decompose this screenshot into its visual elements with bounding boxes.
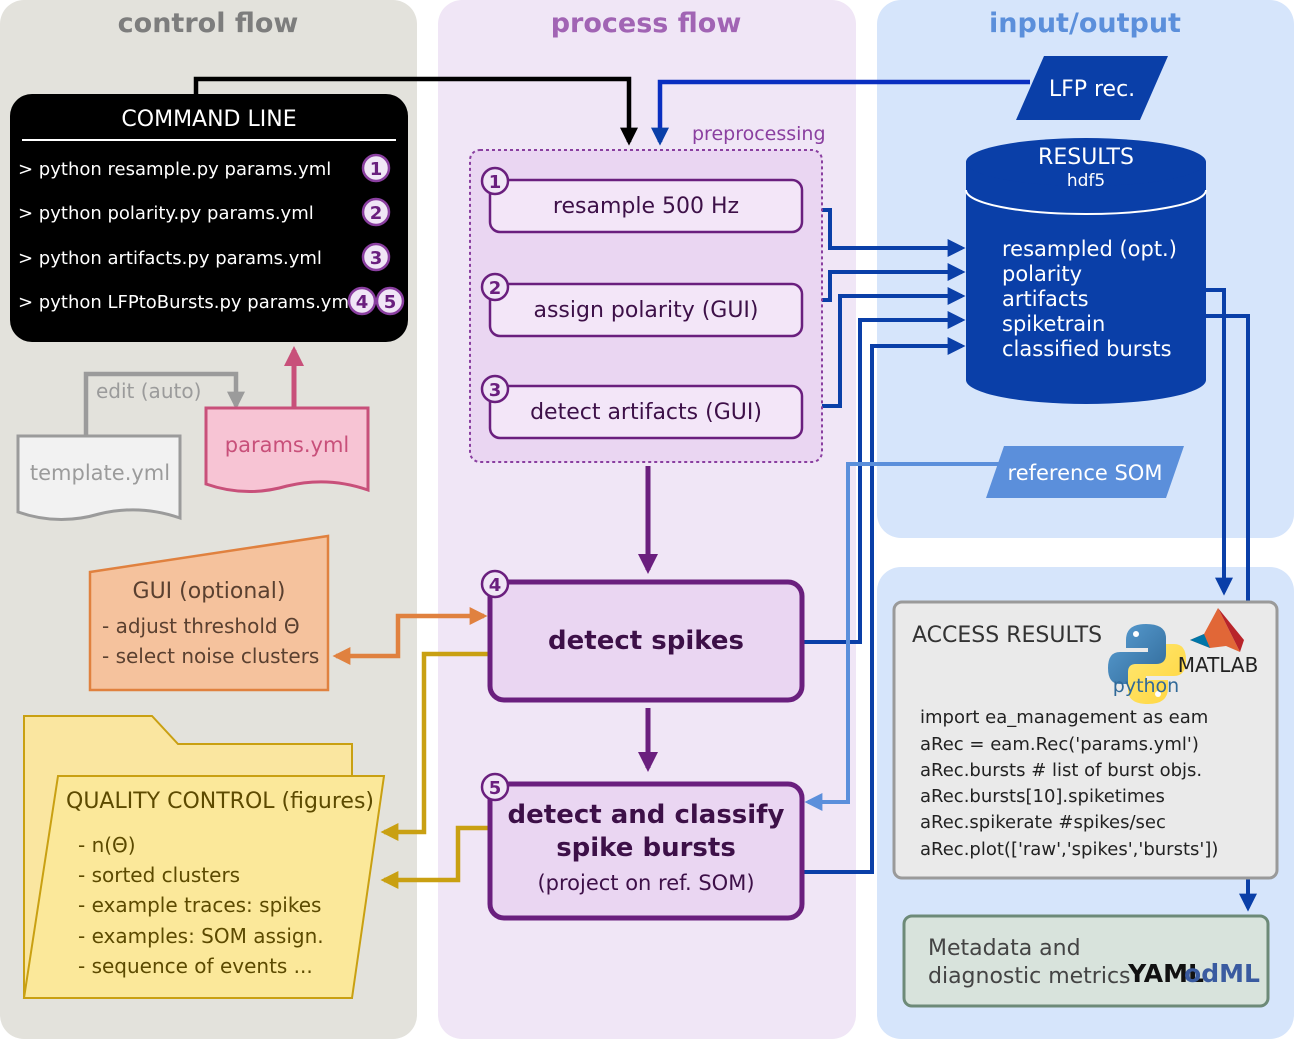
- gui-title: GUI (optional): [133, 579, 286, 604]
- preprocessing-label: preprocessing: [692, 123, 826, 145]
- code-line-2: aRec.bursts # list of burst objs.: [920, 760, 1202, 781]
- lfp-rec-input[interactable]: [1016, 56, 1168, 120]
- results-item-artifacts: artifacts: [1002, 287, 1089, 311]
- command-line-box: [10, 94, 408, 342]
- command-badge-2: 2: [361, 197, 391, 227]
- qc-folder-front[interactable]: [22, 775, 386, 999]
- access-results-title: ACCESS RESULTS: [912, 623, 1102, 648]
- step-badge-5: 5: [480, 772, 510, 802]
- spikes-gui-arrow: [332, 607, 488, 665]
- svg-text:4: 4: [489, 575, 502, 596]
- results-subtitle: hdf5: [1067, 171, 1105, 191]
- code-line-3: aRec.bursts[10].spiketimes: [920, 786, 1165, 807]
- results-item-polarity: polarity: [1002, 262, 1082, 286]
- resample-step[interactable]: [488, 178, 804, 234]
- svg-text:5: 5: [384, 292, 397, 313]
- results-title: RESULTS: [1038, 145, 1134, 170]
- command-badge-4: 4: [347, 286, 377, 316]
- detect-spikes-label: detect spikes: [548, 626, 744, 656]
- qc-item-1: - sorted clusters: [78, 863, 240, 887]
- step-badge-3: 3: [480, 374, 510, 404]
- detect-spikes-step[interactable]: [487, 579, 805, 703]
- resample-step-label: resample 500 Hz: [553, 194, 739, 219]
- python-logo-text: python: [1113, 675, 1179, 697]
- command-badge-1: 1: [361, 153, 391, 183]
- command-polarity[interactable]: > python polarity.py params.yml: [18, 203, 314, 224]
- odml-logo: odML: [1184, 959, 1260, 988]
- polarity-step-label: assign polarity (GUI): [533, 298, 758, 323]
- params-document[interactable]: [204, 406, 370, 493]
- gui-item-noise: - select noise clusters: [102, 644, 319, 668]
- qc-item-3: - examples: SOM assign.: [78, 924, 324, 948]
- results-item-spiketrain: spiketrain: [1002, 312, 1105, 336]
- spikes-to-qc-arrow: [380, 651, 488, 841]
- command-lfptobursts[interactable]: > python LFPtoBursts.py params.yml: [18, 292, 354, 313]
- qc-title: QUALITY CONTROL (figures): [66, 789, 374, 814]
- svg-text:4: 4: [356, 292, 369, 313]
- qc-item-4: - sequence of events ...: [78, 954, 313, 978]
- bursts-to-results: [802, 337, 966, 874]
- results-item-resampled: resampled (opt.): [1002, 237, 1177, 261]
- svg-text:2: 2: [489, 278, 502, 299]
- reference-som-label: reference SOM: [1008, 461, 1163, 485]
- edit-auto-label: edit (auto): [96, 379, 201, 403]
- code-line-0: import ea_management as eam: [920, 707, 1208, 728]
- bursts-to-qc-arrow: [380, 825, 488, 889]
- command-badge-5: 5: [375, 286, 405, 316]
- control-flow-header: control flow: [118, 8, 299, 39]
- matlab-logo-text: MATLAB: [1178, 653, 1259, 677]
- python-logo-icon: [1108, 624, 1186, 704]
- detect-bursts-step[interactable]: [487, 781, 805, 921]
- step-badge-4: 4: [480, 569, 510, 599]
- gui-item-threshold: - adjust threshold Θ: [102, 614, 300, 638]
- gui-optional-box[interactable]: [88, 534, 330, 692]
- qc-item-0: - n(Θ): [78, 833, 136, 857]
- lfp-to-process-arrow: [651, 79, 1030, 146]
- yaml-logo: YAML: [1127, 959, 1204, 988]
- matlab-logo-icon: [1190, 608, 1244, 652]
- svg-text:3: 3: [489, 380, 502, 401]
- params-file-label: params.yml: [225, 433, 350, 457]
- lfp-rec-label: LFP rec.: [1049, 77, 1135, 102]
- svg-text:1: 1: [370, 159, 383, 180]
- template-to-params-arrow: [83, 371, 245, 436]
- process-flow-header: process flow: [551, 8, 742, 39]
- command-resample[interactable]: > python resample.py params.yml: [18, 159, 331, 180]
- metadata-line2: diagnostic metrics: [928, 964, 1131, 989]
- template-file-label: template.yml: [30, 461, 170, 485]
- code-line-5: aRec.plot(['raw','spikes','bursts']): [920, 839, 1218, 860]
- polarity-step[interactable]: [488, 282, 804, 338]
- command-badge-3: 3: [361, 242, 391, 272]
- metadata-box: [902, 914, 1270, 1008]
- svg-text:3: 3: [370, 248, 383, 269]
- step-badge-2: 2: [480, 272, 510, 302]
- results-database[interactable]: [965, 138, 1207, 404]
- command-to-process-arrow: [193, 76, 638, 146]
- artifacts-step-label: detect artifacts (GUI): [530, 400, 762, 425]
- svg-text:1: 1: [489, 172, 502, 193]
- code-line-4: aRec.spikerate #spikes/sec: [920, 812, 1166, 833]
- som-to-bursts-arrow: [804, 462, 1000, 811]
- command-artifacts[interactable]: > python artifacts.py params.yml: [18, 248, 322, 269]
- input-output-header: input/output: [989, 8, 1181, 39]
- detect-bursts-line3: (project on ref. SOM): [537, 871, 754, 895]
- code-line-1: aRec = eam.Rec('params.yml'): [920, 734, 1199, 755]
- reference-som-input[interactable]: [986, 446, 1184, 498]
- command-line-title: COMMAND LINE: [121, 107, 296, 132]
- artifacts-step[interactable]: [488, 384, 804, 440]
- template-document[interactable]: [16, 434, 182, 521]
- detect-bursts-line1: detect and classify: [508, 800, 785, 830]
- svg-text:5: 5: [489, 778, 502, 799]
- results-item-bursts: classified bursts: [1002, 337, 1172, 361]
- svg-text:2: 2: [370, 203, 383, 224]
- spikes-to-results: [802, 311, 966, 644]
- metadata-line1: Metadata and: [928, 936, 1081, 961]
- qc-item-2: - example traces: spikes: [78, 893, 321, 917]
- detect-bursts-line2: spike bursts: [556, 833, 736, 863]
- step-badge-1: 1: [480, 166, 510, 196]
- results-to-access-arrow: [1206, 288, 1233, 596]
